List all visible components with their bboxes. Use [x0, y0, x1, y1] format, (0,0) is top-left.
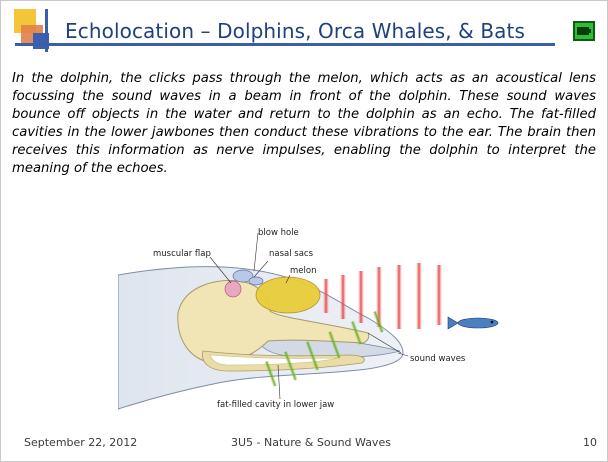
label-fat-cavity: fat-filled cavity in lower jaw — [217, 400, 334, 410]
label-muscular-flap: muscular flap — [153, 249, 211, 259]
speaker-icon — [577, 26, 591, 36]
label-sound-waves: sound waves — [410, 354, 466, 364]
label-nasal-sacs: nasal sacs — [269, 249, 314, 259]
dolphin-echolocation-diagram: blow hole muscular flap nasal sacs melon… — [118, 223, 528, 425]
title-vertical-rule — [45, 9, 48, 52]
muscular-flap — [225, 281, 241, 297]
fish-icon — [448, 317, 498, 329]
label-blow-hole: blow hole — [258, 228, 299, 238]
title-underline — [15, 43, 555, 46]
sound-button[interactable] — [573, 21, 595, 41]
footer-date: September 22, 2012 — [24, 436, 137, 449]
footer-page-number: 10 — [583, 436, 597, 449]
melon — [256, 277, 320, 313]
label-melon: melon — [290, 266, 316, 276]
footer-course: 3U5 - Nature & Sound Waves — [231, 436, 391, 449]
slide-title: Echolocation – Dolphins, Orca Whales, & … — [65, 19, 565, 43]
body-paragraph: In the dolphin, the clicks pass through … — [12, 70, 596, 178]
